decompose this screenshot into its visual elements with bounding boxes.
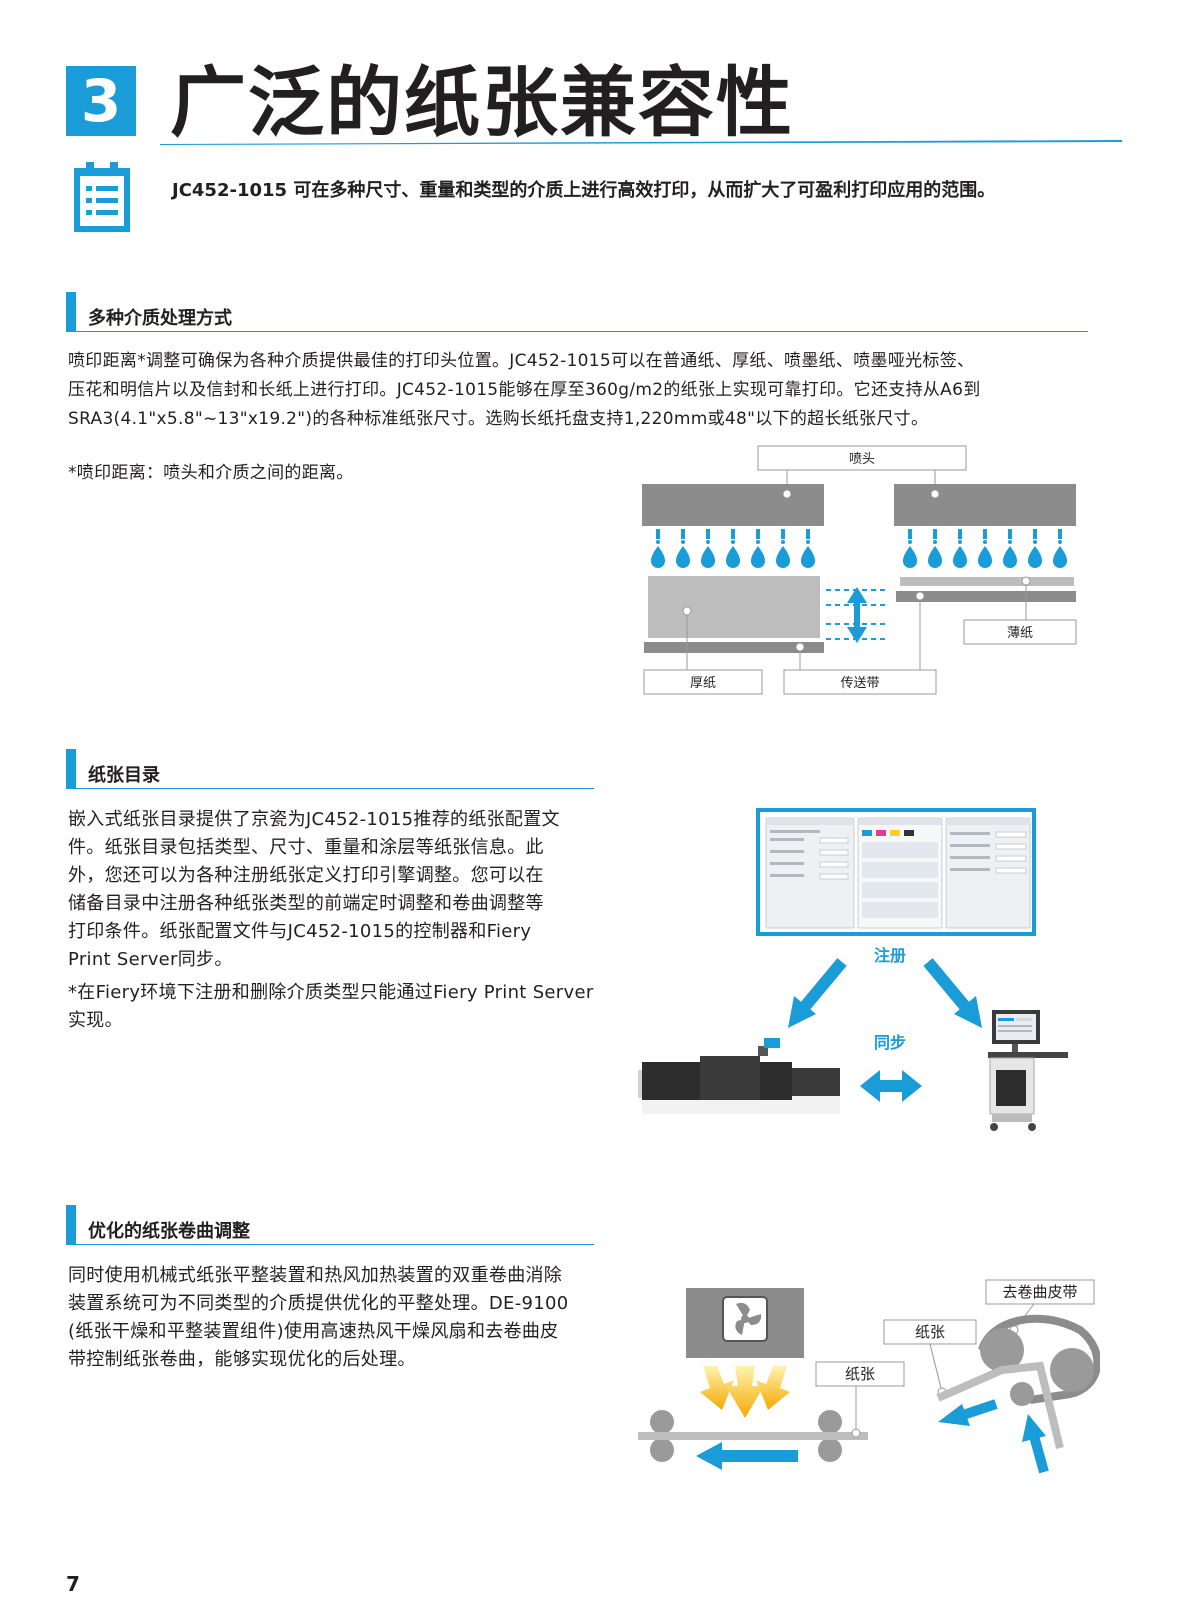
note-line: 实现。 (68, 1010, 123, 1031)
paragraph-line: 同时使用机械式纸张平整装置和热风加热装置的双重卷曲消除 (68, 1265, 563, 1286)
fan-icon (735, 1302, 762, 1335)
thin-paper-label-box: 薄纸 (963, 619, 1077, 645)
heading-accent-bar (66, 292, 76, 332)
register-label: 注册 (874, 946, 906, 965)
thin-paper-label: 薄纸 (1007, 626, 1033, 641)
paragraph-line: Print Server同步。 (68, 949, 233, 970)
section-heading-curl-adjustment: 优化的纸张卷曲调整 (66, 1205, 594, 1245)
belt-label: 传送带 (840, 676, 879, 691)
sync-double-arrow (860, 1070, 922, 1102)
thick-paper-label: 厚纸 (690, 676, 716, 691)
curl-adjustment-paragraph: 同时使用机械式纸张平整装置和热风加热装置的双重卷曲消除 装置系统可为不同类型的介… (68, 1262, 569, 1374)
decurl-belt-assembly (936, 1314, 1100, 1449)
printhead-label: 喷头 (849, 452, 875, 467)
paper-catalog-paragraph: 嵌入式纸张目录提供了京瓷为JC452-1015推荐的纸张配置文 件。纸张目录包括… (68, 806, 560, 974)
thick-paper (648, 576, 820, 638)
section-heading-media-handling: 多种介质处理方式 (66, 292, 1088, 332)
decurl-belt-label-box: 去卷曲皮带 (985, 1279, 1095, 1305)
feed-arrow-up (1022, 1414, 1049, 1474)
thick-paper-label-box: 厚纸 (643, 669, 763, 695)
page-number: 7 (66, 1572, 80, 1596)
printhead-right (894, 484, 1076, 526)
media-handling-paragraph: 喷印距离*调整可确保为各种介质提供最佳的打印头位置。JC452-1015可以在普… (68, 347, 981, 434)
feed-arrow-up-left (938, 1399, 998, 1426)
printhead-left (642, 484, 824, 526)
print-gap-note: *喷印距离：喷头和介质之间的距离。 (68, 463, 354, 483)
section-number-badge: 3 (66, 66, 136, 136)
register-arrow-right (923, 958, 982, 1028)
paragraph-line: 嵌入式纸张目录提供了京瓷为JC452-1015推荐的纸张配置文 (68, 809, 560, 830)
paper-label-right: 纸张 (915, 1323, 945, 1341)
page-subtitle: JC452-1015 可在多种尺寸、重量和类型的介质上进行高效打印，从而扩大了可… (172, 180, 996, 201)
decurl-diagram: 纸张 纸张 去卷曲皮带 (638, 1279, 1100, 1474)
hot-air-arrows (700, 1366, 790, 1418)
conveyor-belt-left (644, 642, 824, 653)
page-title: 广泛的纸张兼容性 (170, 58, 794, 147)
thin-paper (900, 577, 1074, 586)
printhead-label-box: 喷头 (757, 445, 967, 471)
heading-accent-bar (66, 1205, 76, 1245)
catalog-screenshot (756, 808, 1036, 936)
paragraph-line: 喷印距离*调整可确保为各种介质提供最佳的打印头位置。JC452-1015可以在普… (68, 351, 975, 371)
document-list-icon (74, 162, 130, 232)
paragraph-line: SRA3(4.1"x5.8"~13"x19.2")的各种标准纸张尺寸。选购长纸托… (68, 409, 929, 429)
gap-indicator (826, 587, 888, 643)
section-heading-paper-catalog: 纸张目录 (66, 749, 594, 789)
sync-label: 同步 (874, 1033, 906, 1052)
paragraph-line: 压花和明信片以及信封和长纸上进行打印。JC452-1015能够在厚至360g/m… (68, 380, 981, 400)
section-heading-text: 纸张目录 (88, 765, 160, 786)
section-heading-text: 多种介质处理方式 (88, 308, 232, 329)
conveyor-belt-right (896, 591, 1076, 602)
paper-label-left-box: 纸张 (815, 1361, 905, 1387)
section-heading-text: 优化的纸张卷曲调整 (88, 1221, 250, 1242)
paper-catalog-sync-diagram: 注册 同步 (638, 808, 1068, 1131)
paragraph-line: 外，您还可以为各种注册纸张定义打印引擎调整。您可以在 (68, 865, 544, 886)
printhead-gap-diagram: 喷头 薄纸 (642, 445, 1077, 695)
paragraph-line: 储备目录中注册各种纸张类型的前端定时调整和卷曲调整等 (68, 893, 544, 914)
paper-label-left: 纸张 (845, 1365, 875, 1383)
fiery-server-image (988, 1010, 1068, 1131)
belt-label-box: 传送带 (783, 669, 937, 695)
paragraph-line: (纸张干燥和平整装置组件)使用高速热风干燥风扇和去卷曲皮 (68, 1321, 559, 1342)
flattening-rollers (638, 1410, 868, 1462)
register-arrow-left (788, 958, 847, 1028)
paragraph-line: 装置系统可为不同类型的介质提供优化的平整处理。DE-9100 (68, 1293, 569, 1314)
paragraph-line: 打印条件。纸张配置文件与JC452-1015的控制器和Fiery (68, 921, 532, 942)
printer-image (638, 1038, 840, 1114)
paragraph-line: 件。纸张目录包括类型、尺寸、重量和涂层等纸张信息。此 (68, 837, 544, 858)
ink-drops-left (651, 529, 815, 568)
paper-label-right-box: 纸张 (883, 1319, 977, 1345)
ink-drops-right (903, 529, 1067, 568)
title-underline (160, 140, 1122, 145)
decurl-belt-label: 去卷曲皮带 (1002, 1283, 1077, 1301)
paragraph-line: 带控制纸张卷曲，能够实现优化的后处理。 (68, 1349, 416, 1370)
heading-accent-bar (66, 749, 76, 789)
note-line: *在Fiery环境下注册和删除介质类型只能通过Fiery Print Serve… (68, 982, 594, 1003)
feed-arrow-left (696, 1442, 798, 1470)
dryer-fan-unit (686, 1288, 804, 1358)
fiery-note: *在Fiery环境下注册和删除介质类型只能通过Fiery Print Serve… (68, 979, 594, 1035)
